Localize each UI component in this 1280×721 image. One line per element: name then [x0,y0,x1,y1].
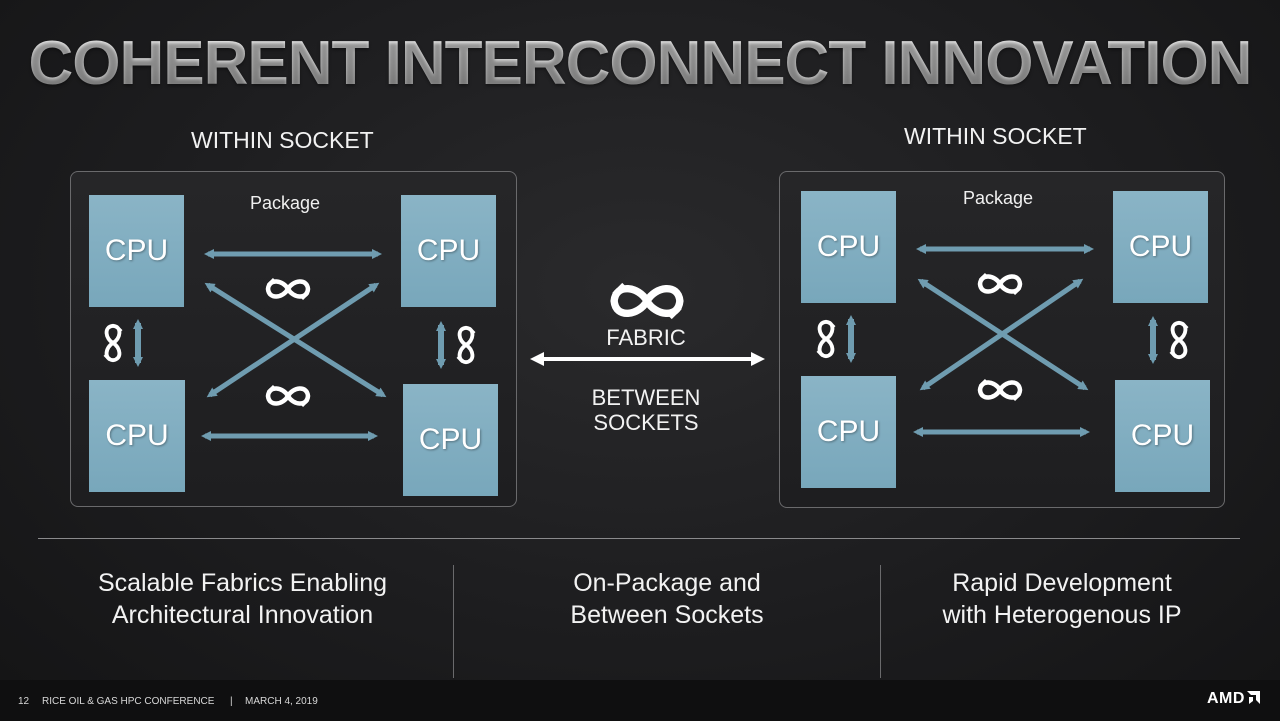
left-socket-label: WITHIN SOCKET [191,127,374,153]
bottom-column-1: Scalable Fabrics Enabling Architectural … [40,567,445,631]
right-cpu-bottom-left: CPU [801,376,896,488]
right-package-label: Package [963,188,1034,208]
left-cpu-top-right: CPU [401,195,496,307]
infinity-fabric-icon [268,386,308,406]
infinity-fabric-icon [817,322,834,356]
bottom-column-3-line1: Rapid Development [952,569,1172,597]
bottom-column-3: Rapid Development with Heterogenous IP [889,567,1235,631]
left-cpu-top-left: CPU [89,195,184,307]
bottom-column-3-line2: with Heterogenous IP [942,601,1182,629]
left-package-label: Package [250,193,321,213]
right-cpu-top-left: CPU [801,191,896,303]
amd-logo: AMD [1207,690,1260,708]
bottom-column-2-line1: On-Package and [573,569,761,597]
right-socket-label: WITHIN SOCKET [904,123,1087,149]
amd-arrow-icon [1246,691,1260,704]
infinity-fabric-icon [104,326,121,360]
infinity-fabric-icon [614,285,680,318]
infinity-fabric-icon [1170,323,1187,357]
footer-bar [0,680,1280,721]
fabric-label: FABRIC [606,325,686,350]
left-cpu-bottom-right: CPU [403,384,498,496]
slide-title: COHERENT INTERCONNECT INNOVATION [0,28,1280,99]
left-cpu-bottom-left: CPU [89,380,185,492]
horizontal-divider [38,538,1240,539]
event-date: MARCH 4, 2019 [245,696,318,707]
right-socket-arrows [846,244,1158,437]
bottom-column-1-line1: Scalable Fabrics Enabling [97,569,388,597]
right-cpu-top-right: CPU [1113,191,1208,303]
event-name: RICE OIL & GAS HPC CONFERENCE [42,696,215,707]
footer-separator: | [230,696,233,707]
bottom-column-2-line2: Between Sockets [570,601,764,629]
amd-logo-text: AMD [1207,690,1245,707]
infinity-fabric-icon [268,279,308,299]
infinity-fabric-icon [457,328,474,362]
bottom-column-1-line2: Architectural Innovation [111,601,374,629]
page-number: 12 [18,696,30,707]
infinity-fabric-icon [980,274,1020,294]
between-sockets-line2: SOCKETS [593,410,699,435]
column-divider [880,565,881,678]
infinity-fabric-icon [980,380,1020,400]
bottom-column-2: On-Package and Between Sockets [462,567,872,631]
column-divider [453,565,454,678]
between-sockets-line1: BETWEEN [591,385,701,410]
right-cpu-bottom-right: CPU [1115,380,1210,492]
left-socket-arrows [133,249,446,441]
